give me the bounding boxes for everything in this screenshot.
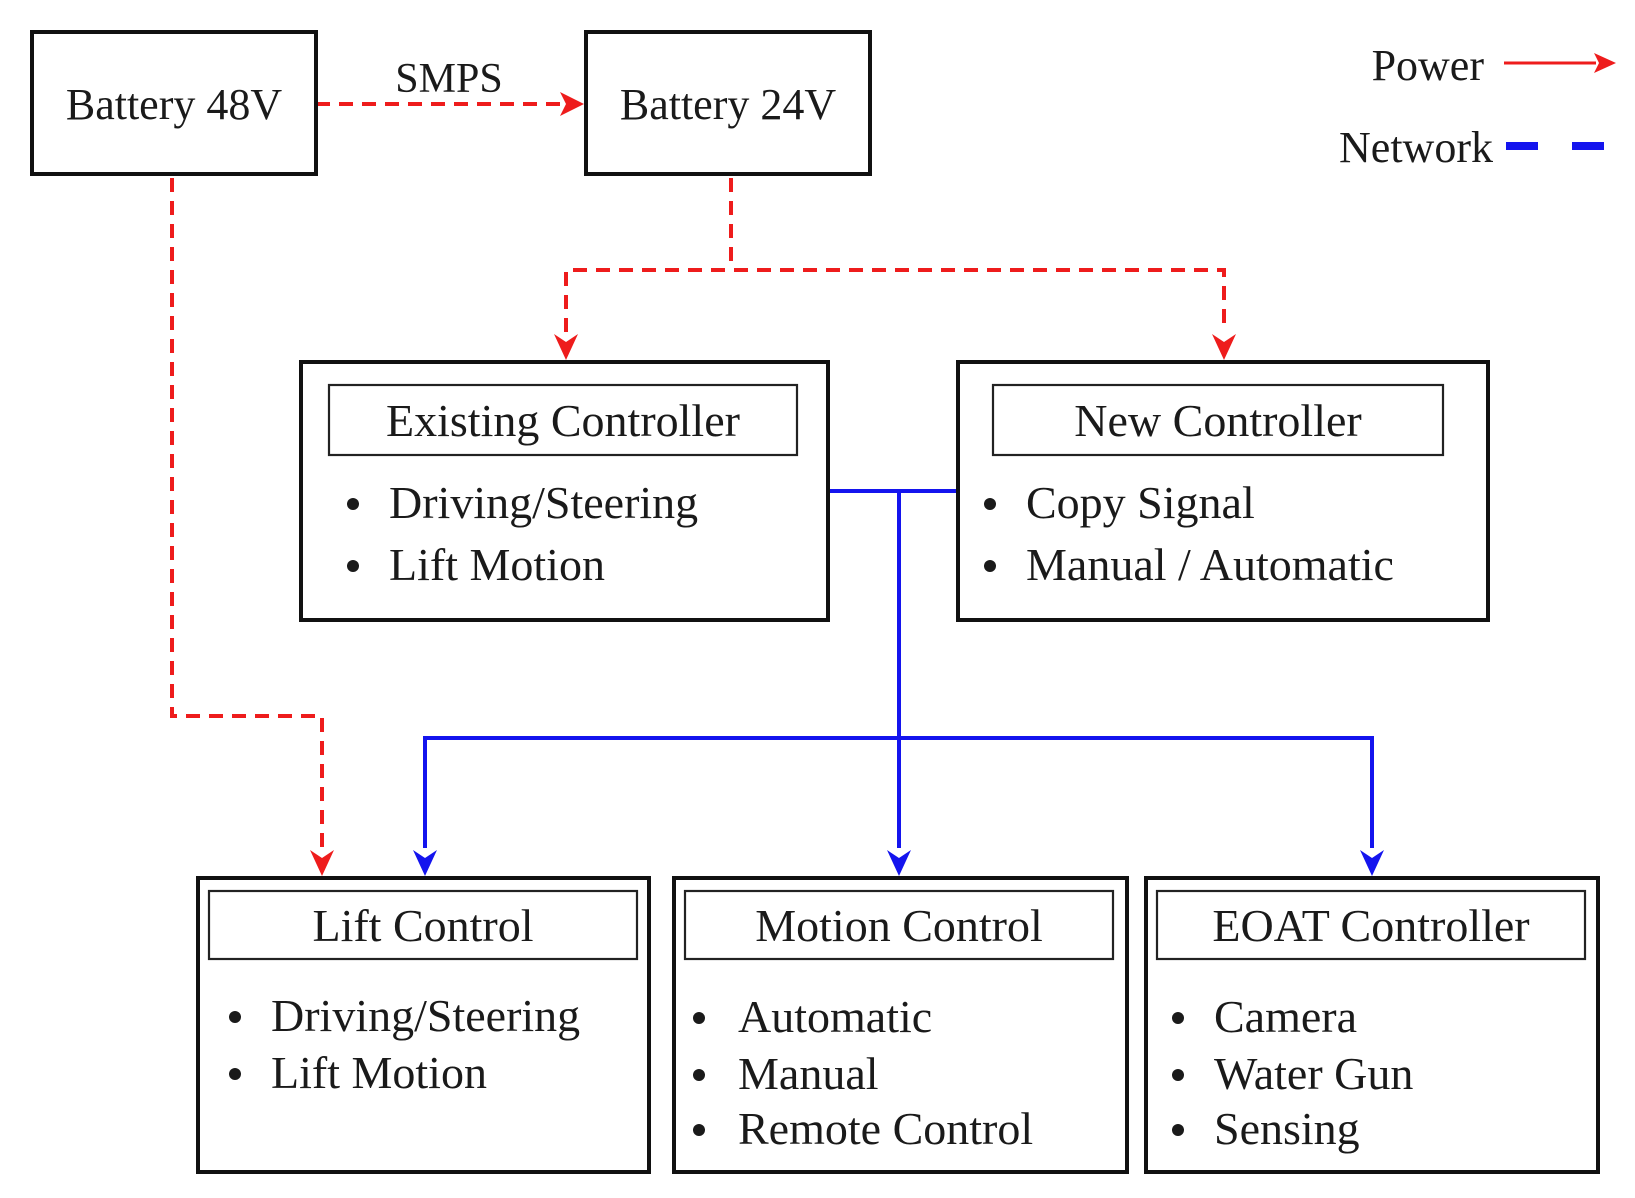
arrow-head-lift-power — [310, 850, 334, 876]
bullet — [229, 1011, 241, 1023]
eoat-controller-item: Sensing — [1214, 1103, 1360, 1154]
motion-control-item: Automatic — [738, 991, 932, 1042]
bullet — [229, 1068, 241, 1080]
new-controller-item: Manual / Automatic — [1026, 539, 1394, 590]
bullet — [693, 1124, 705, 1136]
bullet — [693, 1012, 705, 1024]
arrow-head-eoat-network — [1360, 850, 1384, 876]
battery-24v-label: Battery 24V — [620, 80, 837, 129]
lift-control-title: Lift Control — [312, 900, 533, 951]
bullet — [1172, 1012, 1184, 1024]
network-distribution-line — [423, 736, 1374, 848]
bullet — [693, 1069, 705, 1081]
lift-control-item: Lift Motion — [271, 1047, 487, 1098]
bullet — [984, 560, 996, 572]
bullet — [347, 498, 359, 510]
eoat-controller-box: EOAT Controller Camera Water Gun Sensing — [1144, 876, 1600, 1174]
new-controller-box: New Controller Copy Signal Manual / Auto… — [956, 360, 1490, 622]
arrow-head-existing-controller — [554, 334, 578, 360]
existing-controller-title: Existing Controller — [386, 395, 740, 446]
eoat-controller-title: EOAT Controller — [1212, 900, 1529, 951]
controller-power-branch — [564, 268, 1226, 332]
motion-control-box: Motion Control Automatic Manual Remote C… — [672, 876, 1129, 1174]
battery-48v-box: Battery 48V — [30, 30, 318, 176]
existing-controller-box: Existing Controller Driving/Steering Lif… — [299, 360, 830, 622]
motion-control-title: Motion Control — [755, 900, 1043, 951]
bullet — [1172, 1069, 1184, 1081]
bullet — [1172, 1124, 1184, 1136]
new-controller-title: New Controller — [1074, 395, 1361, 446]
legend-network-label: Network — [1339, 123, 1493, 172]
bullet — [984, 498, 996, 510]
motion-control-item: Manual — [738, 1048, 879, 1099]
arrow-head-motion-network — [887, 850, 911, 876]
bullet — [347, 560, 359, 572]
existing-controller-item: Lift Motion — [389, 539, 605, 590]
existing-controller-item: Driving/Steering — [389, 477, 698, 528]
new-controller-item: Copy Signal — [1026, 477, 1255, 528]
smps-label: SMPS — [395, 56, 502, 102]
lift-control-item: Driving/Steering — [271, 990, 580, 1041]
power-connections — [170, 92, 1236, 876]
lift-control-box: Lift Control Driving/Steering Lift Motio… — [196, 876, 651, 1174]
arrow-head-battery24 — [560, 92, 584, 116]
legend-power-arrow — [1594, 53, 1616, 73]
battery-48v-label: Battery 48V — [66, 80, 283, 129]
legend-power-label: Power — [1372, 41, 1485, 90]
motion-control-item: Remote Control — [738, 1103, 1033, 1154]
eoat-controller-item: Camera — [1214, 991, 1357, 1042]
battery-24v-box: Battery 24V — [584, 30, 872, 176]
arrow-head-lift-network — [413, 850, 437, 876]
legend: Power Network — [1339, 41, 1616, 172]
arrow-head-new-controller — [1212, 334, 1236, 360]
eoat-controller-item: Water Gun — [1214, 1048, 1413, 1099]
network-connections — [413, 489, 1384, 876]
